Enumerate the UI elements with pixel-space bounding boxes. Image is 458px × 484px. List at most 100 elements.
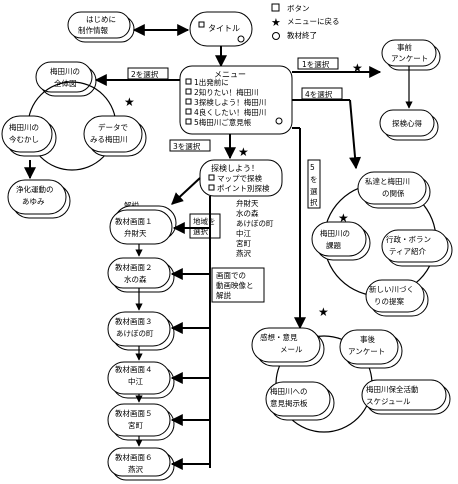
menu-node[interactable]: メニュー 1出発前に 2知りたい！梅田川 3探検しよう！梅田川 4良くしたい！梅…: [179, 65, 293, 135]
screen-2-node[interactable]: 教材画面２ 水の森: [107, 257, 175, 293]
label-sel4: 4を選択: [305, 89, 333, 99]
svg-text:私達と梅田川: 私達と梅田川: [365, 176, 410, 186]
svg-text:教材画面３: 教材画面３: [115, 316, 153, 326]
svg-text:今むかし: 今むかし: [9, 134, 39, 144]
svg-text:マップで探検: マップで探検: [217, 173, 262, 183]
svg-text:行政・ボラン: 行政・ボラン: [386, 234, 431, 244]
svg-text:解説: 解説: [216, 290, 231, 300]
svg-text:中江: 中江: [236, 228, 251, 238]
svg-text:意見掲示板: 意見掲示板: [270, 398, 308, 408]
legend-return: メニューに戻る: [287, 16, 340, 26]
svg-text:感想・意見: 感想・意見: [260, 332, 298, 342]
svg-text:教材画面５: 教材画面５: [115, 408, 153, 418]
svg-text:燕沢: 燕沢: [128, 464, 143, 474]
svg-text:の関係: の関係: [382, 189, 405, 198]
svg-text:5梅田川ご意見帳: 5梅田川ご意見帳: [194, 117, 252, 127]
svg-text:ティア紹介: ティア紹介: [389, 246, 427, 256]
svg-text:水の森: 水の森: [236, 208, 259, 218]
svg-text:メニュー: メニュー: [214, 70, 246, 79]
activity-schedule-node[interactable]: 梅田川保全活動 スケジュール: [361, 379, 451, 415]
commentary-note: 画面での: [216, 271, 246, 280]
legend: ボタン ★ メニューに戻る 教材終了: [271, 3, 340, 40]
label-sel3: 3を選択: [173, 141, 201, 151]
svg-text:1出発前に: 1出発前に: [194, 77, 229, 87]
svg-text:探検しよう！: 探検しよう！: [211, 163, 259, 173]
svg-text:メール: メール: [280, 345, 303, 354]
svg-text:3探検しよう！梅田川: 3探検しよう！梅田川: [194, 97, 266, 107]
svg-text:ポイント別探検: ポイント別探検: [217, 183, 270, 193]
past-present-node[interactable]: 梅田川の 今むかし: [1, 115, 57, 157]
svg-text:みる梅田川: みる梅田川: [90, 134, 128, 144]
legend-button: ボタン: [287, 4, 310, 13]
svg-text:アンケート: アンケート: [391, 54, 428, 63]
cleanup-history-node[interactable]: 浄化運動の あゆみ: [7, 179, 71, 219]
pre-questionnaire-node[interactable]: 事前 アンケート: [381, 39, 441, 71]
return-star-icon: ★: [352, 61, 363, 75]
svg-text:りの提案: りの提案: [374, 296, 404, 306]
svg-text:課題: 課題: [326, 240, 341, 250]
opinion-board-node[interactable]: 梅田川への 意見掲示板: [265, 381, 335, 421]
svg-text:梅田川の: 梅田川の: [320, 228, 350, 238]
label-sel5: 5: [310, 163, 315, 172]
svg-text:宮町: 宮町: [236, 238, 251, 248]
post-questionnaire-node[interactable]: 事後 アンケート: [339, 329, 403, 369]
svg-text:2知りたい！梅田川: 2知りたい！梅田川: [194, 87, 259, 97]
intro-node[interactable]: はじめに 制作情報: [67, 11, 135, 43]
screen-3-node[interactable]: 教材画面３ あけぼの町: [107, 311, 175, 351]
svg-text:あけぼの町: あけぼの町: [236, 219, 274, 228]
return-star-icon: ★: [238, 145, 249, 159]
svg-text:教材画面４: 教材画面４: [115, 364, 153, 374]
screen-1-node[interactable]: 教材画面１ 弁財天: [109, 205, 177, 245]
svg-text:スケジュール: スケジュール: [366, 397, 411, 406]
our-river-node[interactable]: 私達と梅田川 の関係: [357, 171, 431, 209]
svg-text:データで: データで: [98, 122, 128, 132]
svg-text:水の森: 水の森: [124, 274, 147, 284]
screen-4-node[interactable]: 教材画面４ 中江: [107, 361, 175, 399]
explore-node[interactable]: 探検しよう！ マップで探検 ポイント別探検: [199, 159, 283, 197]
svg-text:教材画面１: 教材画面１: [115, 216, 153, 226]
svg-text:燕沢: 燕沢: [236, 248, 251, 258]
screen-5-node[interactable]: 教材画面５ 宮町: [107, 403, 175, 441]
svg-text:梅田川の: 梅田川の: [9, 122, 39, 132]
svg-text:択: 択: [310, 197, 318, 207]
place-list: 弁財天 水の森 あけぼの町 中江 宮町 燕沢: [236, 198, 274, 258]
svg-text:弁財天: 弁財天: [124, 228, 147, 238]
svg-text:あゆみ: あゆみ: [22, 197, 45, 206]
svg-text:を: を: [310, 175, 318, 184]
river-work-node[interactable]: 梅田川の 課題: [311, 221, 371, 261]
svg-text:制作情報: 制作情報: [78, 25, 108, 35]
svg-text:中江: 中江: [128, 376, 143, 386]
commentary-label: 解説: [124, 200, 139, 210]
end-symbol-icon: [272, 32, 280, 40]
svg-text:選択: 選択: [193, 226, 208, 236]
svg-text:選: 選: [310, 186, 318, 196]
data-view-node[interactable]: データで みる梅田川: [83, 115, 147, 157]
label-sel1: 1を選択: [302, 59, 330, 69]
svg-text:4良くしたい！梅田川: 4良くしたい！梅田川: [194, 107, 266, 117]
svg-text:探検心得: 探検心得: [392, 118, 422, 128]
svg-text:事後: 事後: [360, 334, 375, 344]
return-star-icon: ★: [318, 305, 329, 319]
svg-text:浄化運動の: 浄化運動の: [16, 184, 54, 194]
svg-text:あけぼの町: あけぼの町: [116, 329, 154, 338]
new-river-node[interactable]: 新しい川づく りの提案: [365, 279, 429, 317]
admin-volunteer-node[interactable]: 行政・ボラン ティア紹介: [381, 229, 453, 267]
return-star-icon: ★: [271, 16, 281, 29]
svg-text:梅田川保全活動: 梅田川保全活動: [366, 384, 419, 394]
label-sel2: 2を選択: [131, 69, 159, 79]
svg-text:はじめに: はじめに: [86, 15, 116, 24]
return-star-icon: ★: [338, 211, 349, 225]
svg-text:アンケート: アンケート: [348, 347, 385, 356]
svg-text:教材画面６: 教材画面６: [115, 452, 153, 462]
svg-text:教材画面２: 教材画面２: [115, 262, 153, 272]
opinion-mail-node[interactable]: 感想・意見 メール: [251, 327, 325, 367]
svg-text:事前: 事前: [397, 42, 412, 52]
svg-text:梅田川の: 梅田川の: [50, 66, 80, 76]
return-star-icon: ★: [124, 95, 135, 109]
title-node[interactable]: タイトル: [189, 11, 253, 47]
exploration-notes-node[interactable]: 探検心得: [379, 109, 439, 141]
area-select-label: 地域を: [193, 216, 216, 226]
svg-text:宮町: 宮町: [128, 420, 143, 430]
screen-6-node[interactable]: 教材画面６ 燕沢: [107, 447, 175, 481]
